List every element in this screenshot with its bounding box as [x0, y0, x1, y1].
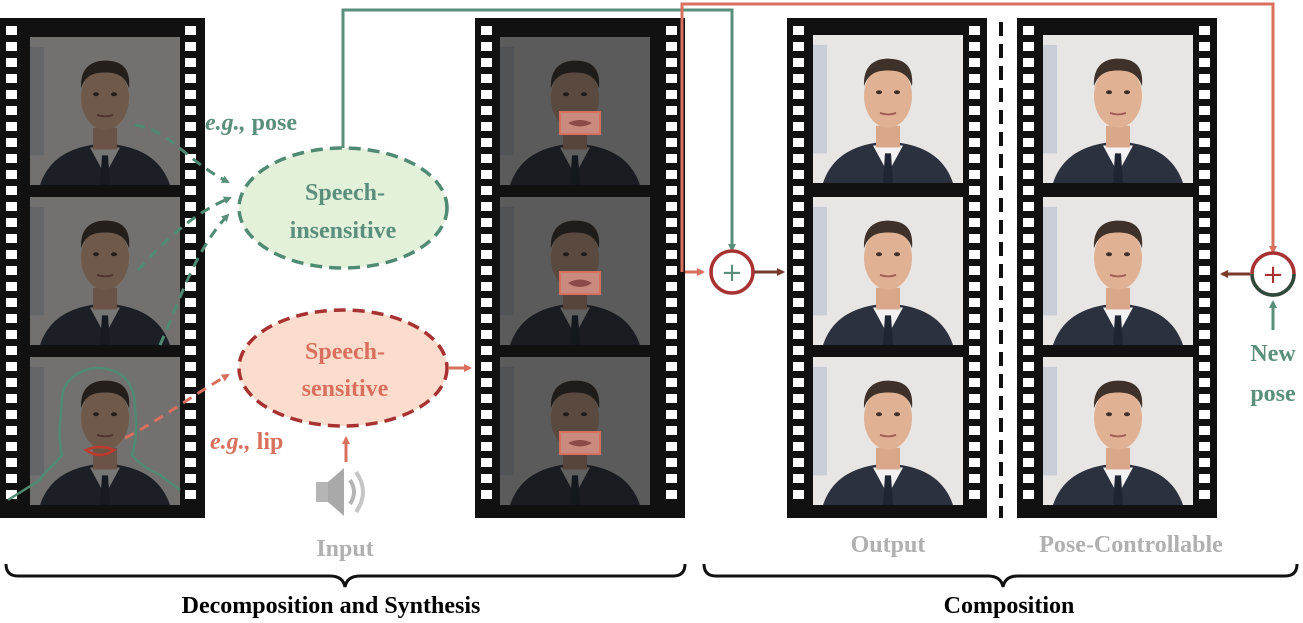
film-strip-pose-controllable — [1017, 18, 1217, 518]
input-frame-1 — [30, 37, 180, 185]
new-pose-label-line2: pose — [1250, 381, 1296, 407]
new-pose-plus-circle-icon: + — [1250, 251, 1296, 297]
speaker-icon — [316, 468, 365, 516]
pose-feature-arrow-3 — [158, 213, 230, 346]
plus-symbol: + — [721, 258, 743, 288]
face-outline-sketch — [7, 366, 181, 502]
composition-brace — [702, 563, 1299, 588]
output-frame-3 — [813, 357, 963, 505]
speech-insensitive-node — [237, 146, 449, 270]
speech-insensitive-label-line2: insensitive — [290, 218, 397, 244]
plus-symbol-2: + — [1262, 260, 1284, 290]
lip-to-pose-plus-connector — [680, 2, 1277, 272]
pose-frame-1 — [1043, 35, 1193, 183]
input-frame-3 — [30, 357, 180, 505]
pose-feature-arrow-2 — [136, 196, 232, 272]
film-strip-lip — [475, 18, 685, 518]
film-strip-output — [787, 18, 987, 518]
composition-section-title: Composition — [944, 593, 1075, 619]
insensitive-to-plus-connector — [341, 8, 736, 252]
lip-crops — [559, 111, 601, 455]
lip-feature-arrow — [124, 373, 230, 440]
speech-sensitive-label-line2: sensitive — [302, 376, 389, 402]
example-lip-label: e.g., lip — [210, 429, 283, 455]
example-pose-label: e.g., pose — [205, 110, 297, 136]
output-frame-1 — [813, 35, 963, 183]
pose-controllable-caption: Pose-Controllable — [1039, 532, 1223, 558]
speech-insensitive-label-line1: Speech- — [305, 180, 385, 206]
plus-circle-icon: + — [709, 249, 755, 295]
speech-sensitive-node — [237, 308, 449, 428]
decomposition-brace — [4, 563, 687, 588]
pose-frame-2 — [1043, 197, 1193, 345]
lip-sketch — [83, 445, 117, 457]
decomposition-section-title: Decomposition and Synthesis — [182, 593, 481, 619]
film-strip-input — [0, 18, 205, 518]
output-frame-2 — [813, 197, 963, 345]
speech-sensitive-label-line1: Speech- — [305, 339, 385, 365]
new-pose-label-line1: New — [1250, 341, 1296, 367]
output-caption: Output — [851, 532, 926, 558]
input-frame-2 — [30, 197, 180, 345]
input-caption: Input — [316, 536, 373, 562]
pose-frame-3 — [1043, 357, 1193, 505]
